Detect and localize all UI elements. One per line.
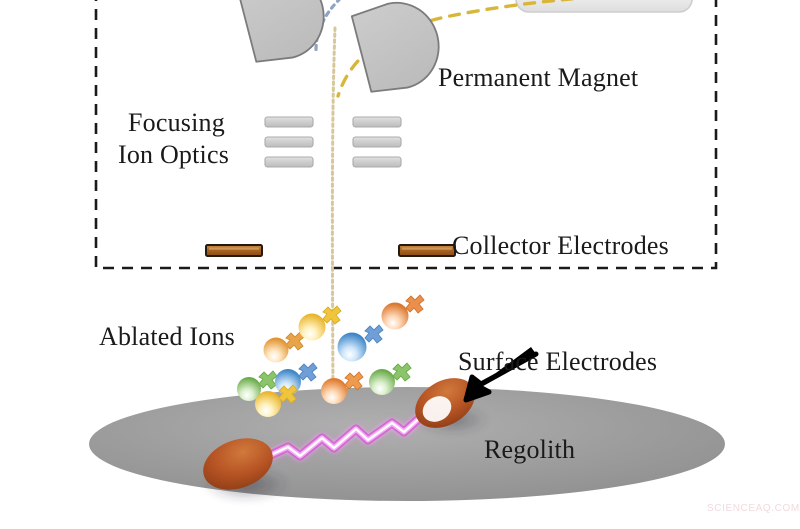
collector-electrode-left [205,244,263,257]
label-regolith: Regolith [484,435,576,464]
label-ion-optics: Ion Optics [118,140,230,169]
surface-electrode-left [203,438,273,490]
surface-electrodes-pointer [463,347,539,403]
ion-particle [369,362,412,395]
label-collector-electrodes: Collector Electrodes [452,231,669,260]
watermark: SCIENCEAQ.COM [707,503,800,514]
optics-plate-r3 [352,156,402,168]
optics-plate-l3 [264,156,314,168]
surface-electrode-right [415,378,475,428]
ablated-ions-group [237,294,425,417]
ion-particle [337,324,384,362]
label-ablated-ions: Ablated Ions [99,322,235,351]
label-permanent-magnet: Permanent Magnet [438,63,639,92]
focusing-ion-optics [264,116,402,168]
ion-particle [381,294,425,330]
optics-plate-l2 [264,136,314,148]
ion-particle [237,370,278,401]
optics-plate-r1 [352,116,402,128]
collector-electrode-right [398,244,456,257]
laser-body [515,0,693,13]
instrument-enclosure [94,0,718,270]
ion-particle [255,384,298,417]
regolith-surface [89,387,725,501]
permanent-magnet-right [350,1,440,93]
label-focusing: Focusing [128,108,225,137]
ion-particle [298,305,342,341]
ion-beam-path [330,26,337,394]
ion-particle [263,331,305,363]
label-surface-electrodes: Surface Electrodes [458,347,658,376]
optics-plate-l1 [264,116,314,128]
optics-plate-r2 [352,136,402,148]
permanent-magnet-left [235,0,325,63]
ion-particle [321,371,364,404]
